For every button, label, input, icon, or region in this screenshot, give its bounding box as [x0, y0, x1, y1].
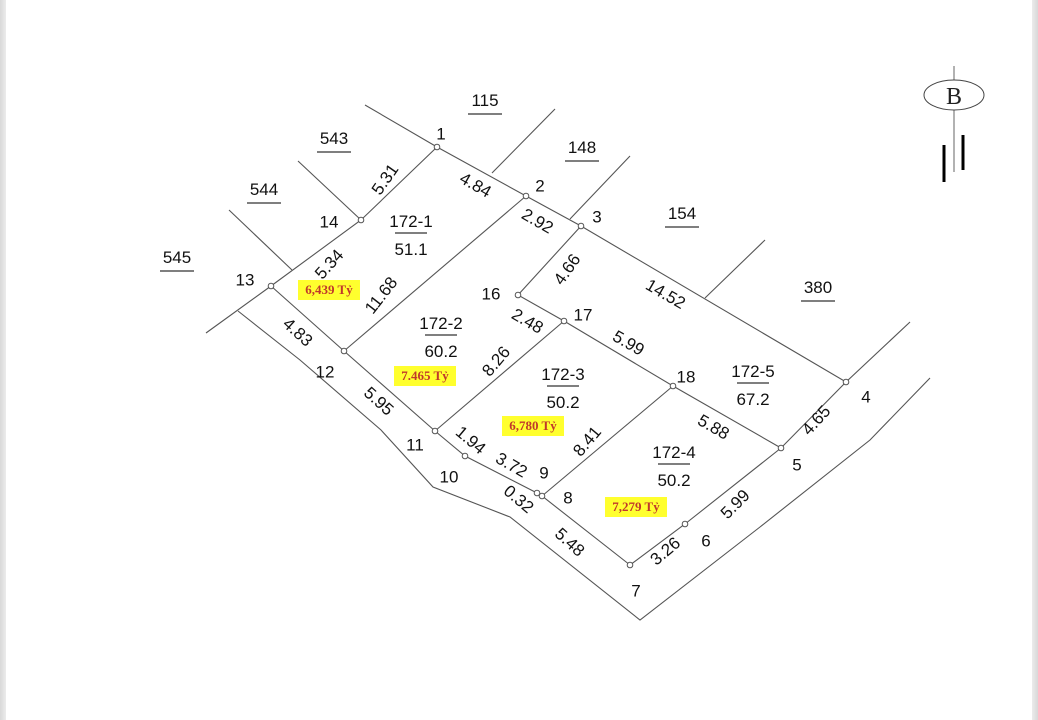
survey-point-number: 12 [316, 362, 335, 381]
survey-point-marker [533, 489, 541, 497]
edge-length: 4.66 [550, 250, 585, 288]
survey-point-number: 17 [574, 305, 593, 324]
survey-point-number: 8 [563, 488, 572, 507]
lot-172-5[interactable]: 172-5 67.2 [731, 362, 774, 409]
lot-area: 50.2 [657, 471, 690, 490]
survey-point-marker [461, 452, 469, 460]
lot-price: 7,279 Tỷ [612, 499, 660, 514]
edge-length: 5.99 [717, 486, 754, 523]
edge-length: 4.83 [279, 314, 316, 350]
neighbor-parcel-number: 154 [668, 204, 696, 223]
neighbor-parcel-number: 545 [163, 248, 191, 267]
lot-id: 172-3 [541, 365, 584, 384]
survey-point-marker [538, 492, 546, 500]
edge-length: 2.48 [508, 305, 546, 338]
survey-point-marker [777, 444, 785, 452]
page-frame-left [0, 0, 6, 720]
lot-area: 50.2 [546, 393, 579, 412]
survey-point-number: 2 [535, 176, 544, 195]
price-highlight [394, 366, 456, 386]
survey-point-marker [842, 378, 850, 386]
lot-id: 172-5 [731, 362, 774, 381]
survey-point-marker [433, 143, 441, 151]
edge-length: 5.88 [694, 411, 732, 444]
lot-id: 172-4 [652, 443, 695, 462]
edge-length: 0.32 [500, 481, 538, 517]
edge-length: 5.48 [551, 524, 588, 560]
north-arrow-icon: B [923, 66, 985, 182]
neighbor-parcel-number: 544 [250, 180, 278, 199]
lot-area: 67.2 [736, 390, 769, 409]
survey-point-number: 10 [440, 467, 459, 486]
survey-point-number: 14 [320, 212, 339, 231]
survey-point-marker [431, 427, 439, 435]
neighbor-parcel-number: 115 [471, 91, 498, 110]
edge-length: 5.99 [609, 327, 647, 360]
lot-172-1[interactable]: 172-1 51.1 6,439 Tỷ [298, 212, 433, 300]
survey-point-marker [340, 347, 348, 355]
survey-point-marker [522, 192, 530, 200]
lot-172-4[interactable]: 172-4 50.2 7,279 Tỷ [605, 443, 696, 517]
survey-point-marker [577, 222, 585, 230]
survey-point-number: 5 [792, 455, 801, 474]
lot-id: 172-2 [419, 314, 462, 333]
survey-point-number: 6 [701, 531, 710, 550]
edge-length: 5.95 [360, 383, 397, 419]
survey-point-marker [626, 561, 634, 569]
lot-price: 6,439 Tỷ [305, 282, 353, 297]
price-highlight [298, 280, 360, 300]
neighbor-parcel-number: 380 [804, 278, 832, 297]
survey-point-marker [267, 282, 275, 290]
edge-length: 11.68 [361, 273, 401, 317]
lot-price: 6,780 Tỷ [509, 418, 557, 433]
survey-point-number: 4 [861, 387, 870, 406]
lot-price: 7.465 Tỷ [401, 368, 449, 383]
survey-point-marker [560, 317, 568, 325]
lot-area: 51.1 [394, 240, 427, 259]
edge-length: 14.52 [642, 275, 688, 313]
edge-length: 5.34 [311, 246, 347, 283]
lot-172-2[interactable]: 172-2 60.2 7.465 Tỷ [394, 314, 463, 386]
survey-point-number: 3 [592, 207, 601, 226]
price-highlight [502, 416, 564, 436]
neighbor-parcel-labels: 115 543 148 544 154 545 380 [160, 91, 835, 302]
lot-labels: 172-1 51.1 6,439 Tỷ 172-2 60.2 7.465 Tỷ 172-3 5… [298, 212, 775, 517]
edge-length: 8.26 [478, 343, 514, 381]
neighbor-parcel-number: 543 [320, 129, 348, 148]
edge-length: 5.31 [368, 160, 403, 198]
lot-id: 172-1 [389, 212, 432, 231]
survey-point-marker [681, 520, 689, 528]
survey-point-number: 9 [539, 463, 548, 482]
survey-point-number: 13 [236, 270, 255, 289]
survey-point-marker [514, 291, 522, 299]
survey-point-number: 1 [436, 124, 445, 143]
edge-length: 4.84 [456, 169, 494, 202]
survey-point-marker [669, 382, 677, 390]
edge-length: 3.26 [647, 533, 685, 569]
survey-point-number: 16 [482, 284, 501, 303]
survey-point-number: 11 [406, 435, 424, 454]
neighbor-parcel-number: 148 [568, 138, 596, 157]
survey-point-number: 18 [677, 367, 696, 386]
page-frame-right [1032, 0, 1038, 720]
survey-point-number: 7 [631, 581, 640, 600]
edge-length: 1.94 [452, 422, 490, 458]
price-highlight [605, 497, 667, 517]
edge-length: 8.41 [569, 423, 605, 461]
lot-172-3[interactable]: 172-3 50.2 6,780 Tỷ [502, 365, 585, 436]
edge-length: 3.72 [492, 449, 530, 482]
edge-length: 4.65 [798, 402, 834, 439]
compass-letter: B [946, 84, 962, 110]
lot-area: 60.2 [424, 342, 457, 361]
survey-point-marker [357, 216, 365, 224]
